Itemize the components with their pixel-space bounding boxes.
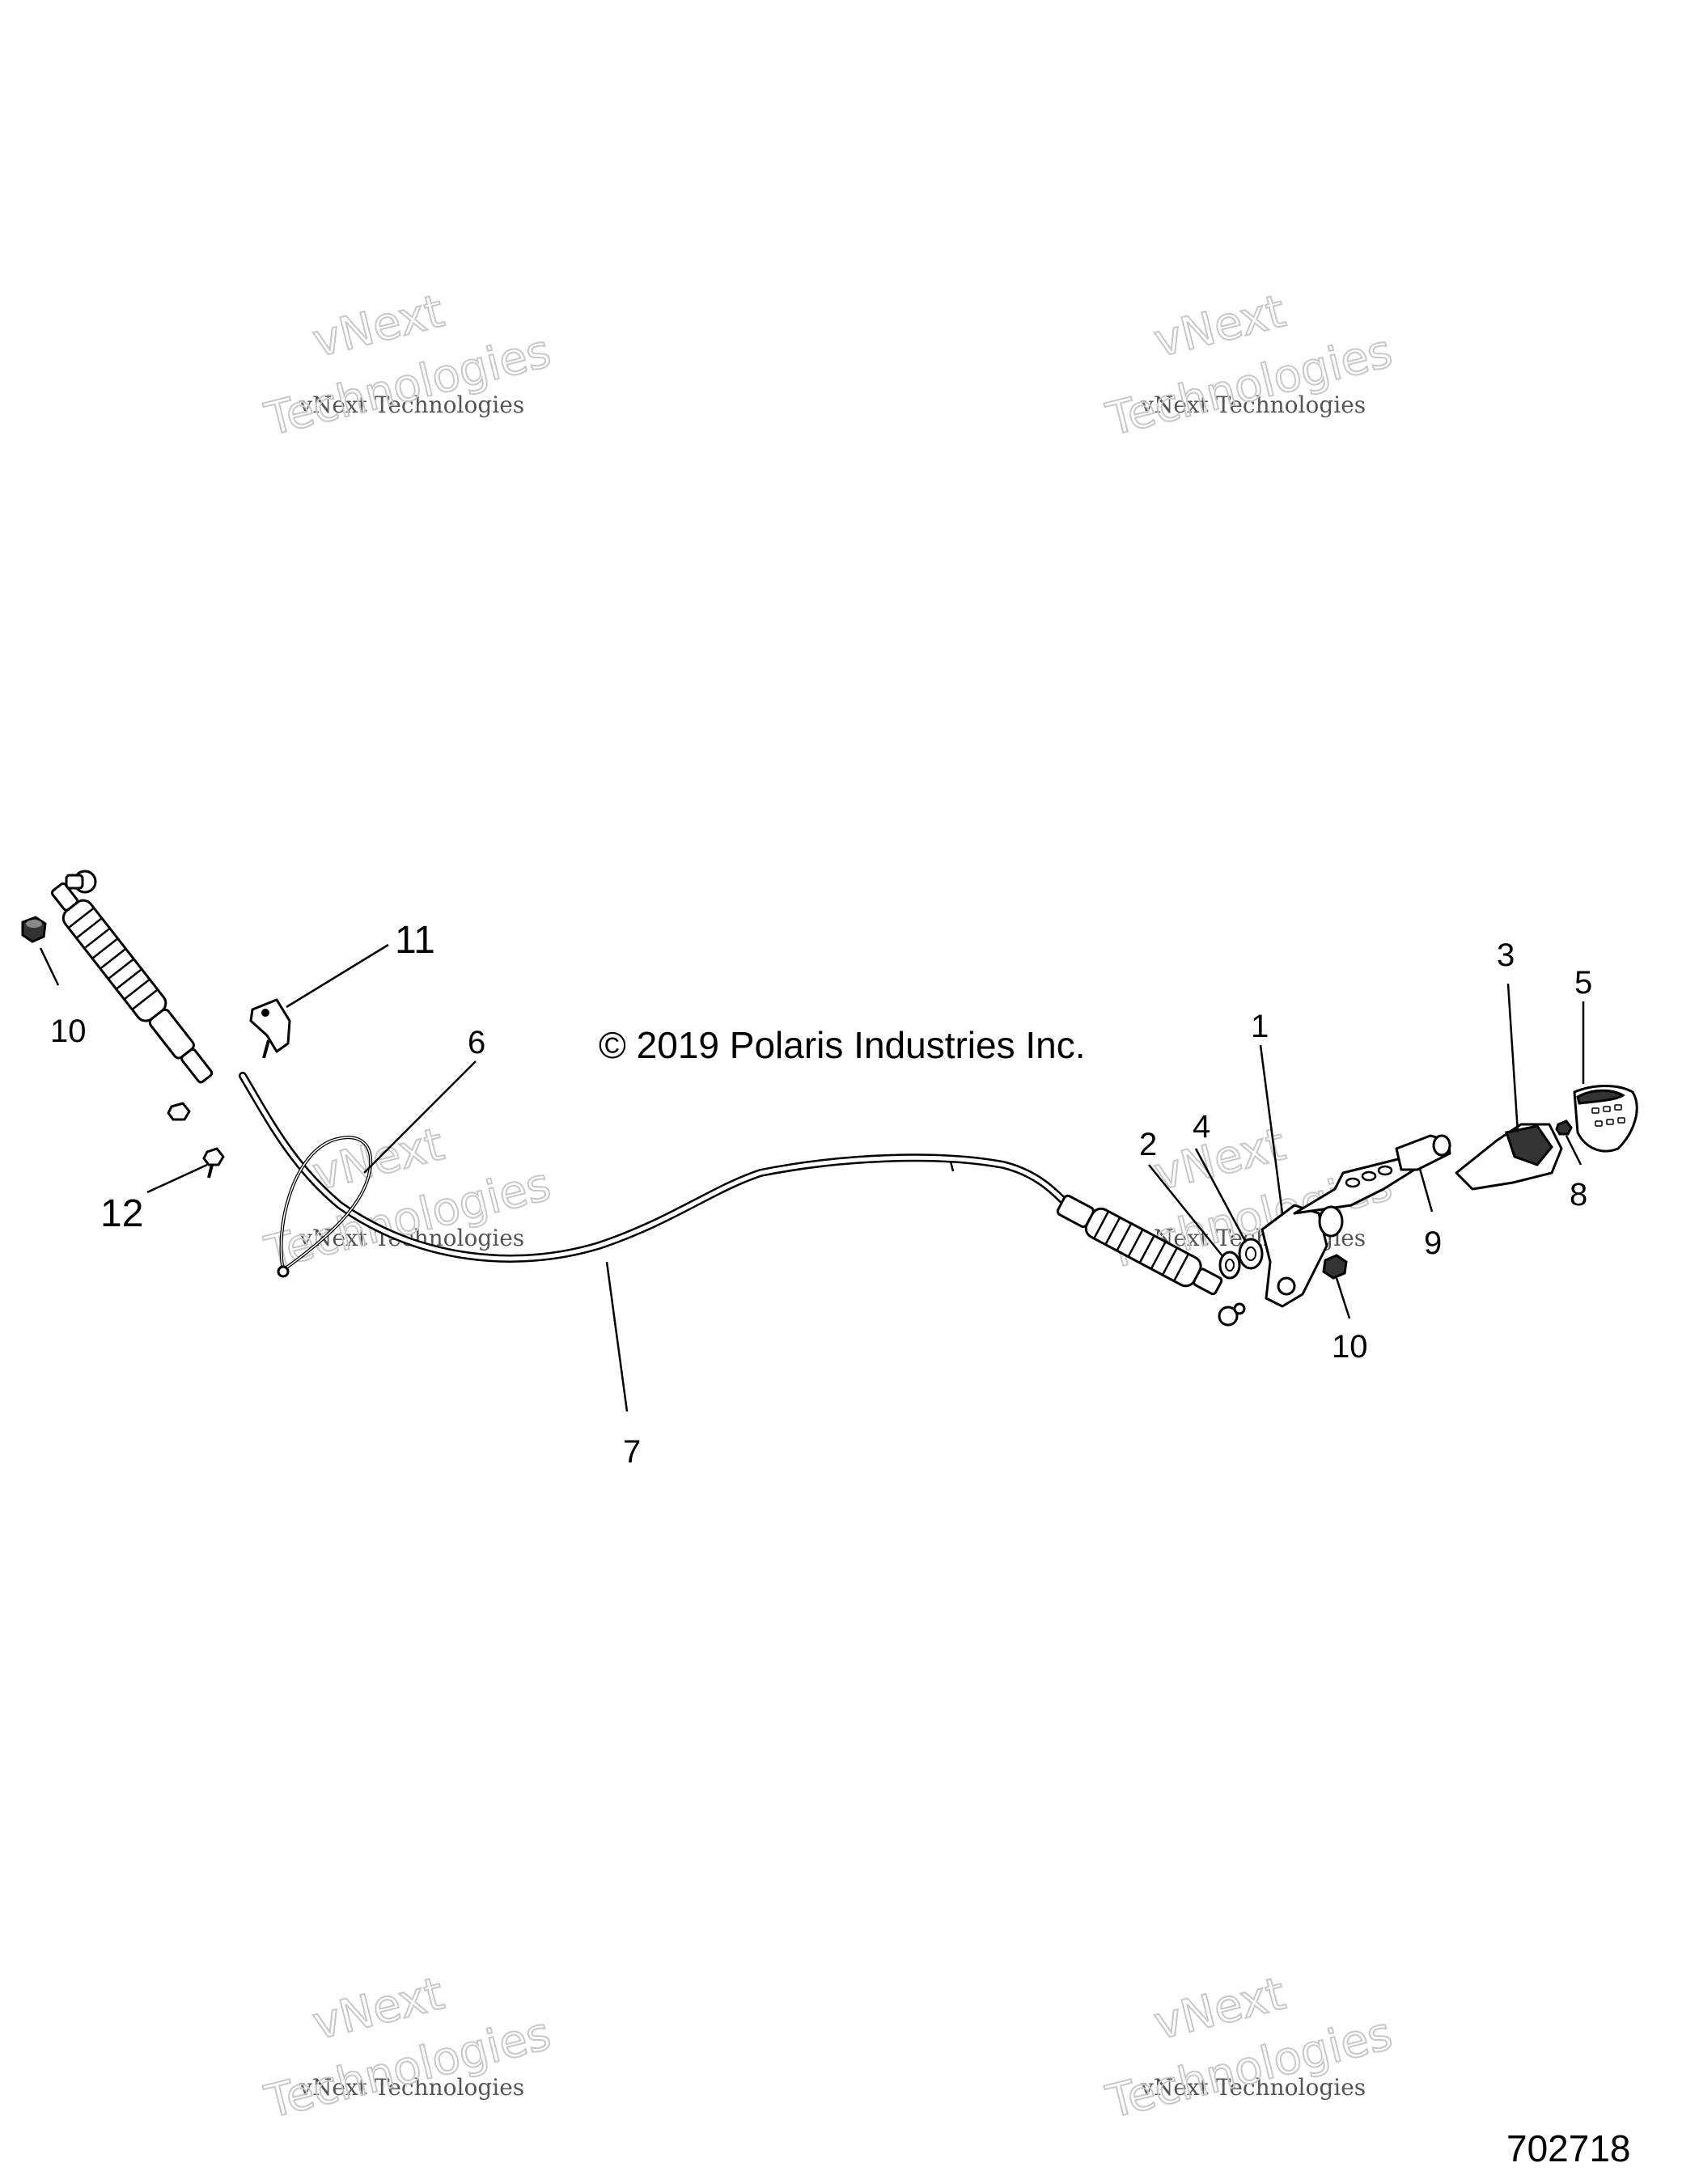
watermark-mid-left: vNext vNext Technologies Technologies: [259, 1117, 557, 1280]
cable-tie-part-6: [277, 1136, 373, 1278]
watermark-top-left: vNext vNext Technologies Technologies: [259, 284, 557, 447]
callout-6: 6: [468, 1025, 485, 1060]
shift-cable-part-7: [50, 870, 1246, 1327]
callout-8: 8: [1570, 1177, 1587, 1213]
sleeve-part-9: [1395, 1134, 1451, 1171]
callout-labels: 11 6 10 12 7 2 4 1 10 9 3 5 8: [50, 919, 1592, 1470]
callout-3: 3: [1497, 938, 1515, 973]
right-cable-end-fitting: [1218, 1306, 1239, 1327]
watermark-text-full: vNext Technologies: [1140, 392, 1366, 418]
nut-part-10-right: [1322, 1254, 1348, 1280]
washer-part-2: [1218, 1251, 1241, 1280]
figure-number: 702718: [1506, 2127, 1631, 2169]
callout-1: 1: [1251, 1009, 1269, 1044]
bolt-part-12: [167, 1102, 225, 1179]
watermark-text-full: vNext Technologies: [1140, 2074, 1366, 2101]
callout-4: 4: [1193, 1109, 1210, 1145]
shift-knob-base-part-3: [1455, 1123, 1563, 1191]
knob-cap-part-5: [1573, 1085, 1638, 1153]
callout-10-left: 10: [50, 1014, 87, 1049]
washer-part-4: [1238, 1238, 1264, 1270]
watermark-bottom-right: vNext vNext Technologies Technologies: [1100, 1966, 1398, 2130]
watermark-text-full: vNext Technologies: [299, 392, 524, 418]
screw-part-8: [1555, 1120, 1573, 1136]
watermark-top-right: vNext vNext Technologies Technologies: [1100, 284, 1398, 447]
copyright-notice: © 2019 Polaris Industries Inc.: [599, 1024, 1086, 1066]
callout-5: 5: [1574, 965, 1592, 1001]
mounting-bracket-part-11: [249, 998, 291, 1059]
callout-9: 9: [1424, 1225, 1442, 1261]
shift-lever-part-1: [1260, 1155, 1417, 1308]
left-cable-boot: [50, 882, 214, 1084]
callout-2: 2: [1139, 1127, 1157, 1162]
right-cable-boot: [1056, 1194, 1223, 1296]
callout-11: 11: [395, 919, 435, 962]
callout-12: 12: [100, 1192, 143, 1235]
watermark-bottom-left: vNext vNext Technologies Technologies: [259, 1966, 557, 2130]
nut-part-10-left: [21, 916, 47, 943]
watermark-mid-right: vNext vNext Technologies Technologies: [1100, 1117, 1398, 1280]
leader-lines: [39, 943, 1585, 1412]
callout-10-right: 10: [1332, 1329, 1368, 1365]
watermark-text-full: vNext Technologies: [299, 2074, 524, 2101]
callout-7: 7: [623, 1434, 641, 1470]
